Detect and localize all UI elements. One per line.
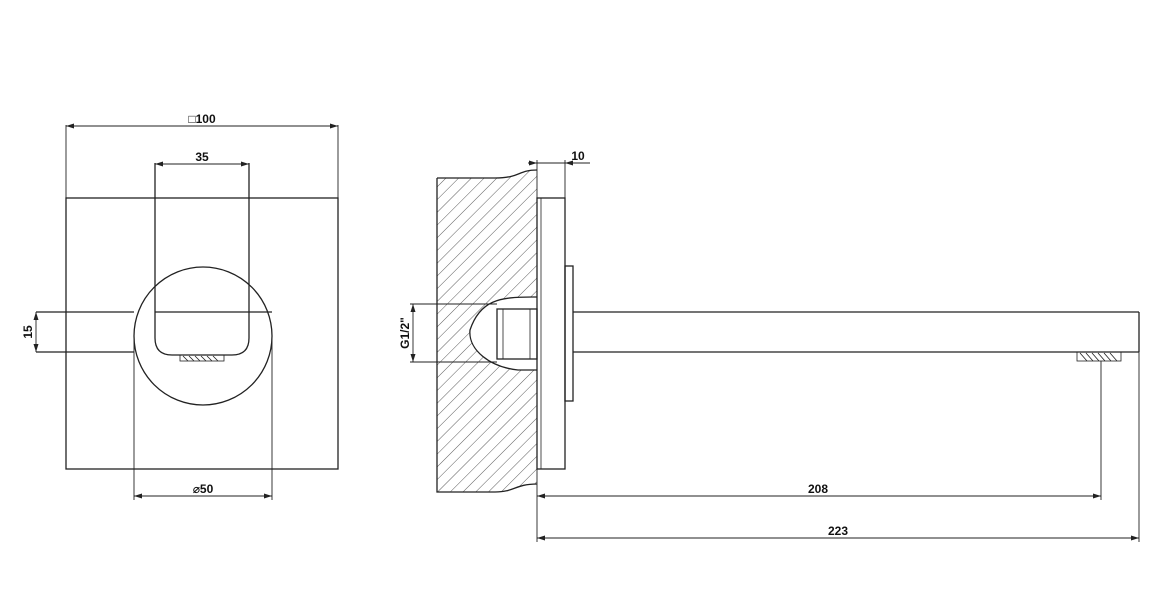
- label-spout-reach: 208: [808, 482, 828, 496]
- wall-outline: [436, 169, 538, 493]
- dim-handle-width: 35: [155, 150, 249, 167]
- cover-plate: [65, 197, 339, 470]
- label-rosette-diameter: ⌀50: [193, 482, 214, 496]
- spout-aerator: [1076, 351, 1122, 362]
- front-view: □100 35 15 ⌀50: [21, 112, 339, 500]
- dim-rosette-diameter: ⌀50: [133, 338, 273, 500]
- dim-total-length: 223: [537, 352, 1140, 542]
- rosette-circle: [133, 266, 273, 406]
- side-view: 10 G1/2" 208 223: [398, 149, 1140, 542]
- rosette-side: [564, 265, 574, 402]
- handle-body: [154, 163, 250, 356]
- aerator-mesh: [182, 355, 219, 362]
- dim-spout-reach: 208: [536, 361, 1102, 542]
- dim-front-width: □100: [65, 112, 339, 198]
- wall-hatch: [437, 170, 537, 492]
- aerator: [179, 354, 225, 362]
- dim-wall-depth: 10: [528, 149, 590, 198]
- dim-handle-height: 15: [21, 312, 39, 352]
- label-handle-height: 15: [21, 325, 35, 339]
- spout-aerator-mesh: [1079, 352, 1118, 362]
- label-front-width: □100: [188, 112, 216, 126]
- dim-thread: G1/2": [398, 303, 497, 363]
- label-handle-width: 35: [195, 150, 209, 164]
- label-wall-depth: 10: [571, 149, 585, 163]
- label-total-length: 223: [828, 524, 848, 538]
- label-thread: G1/2": [398, 317, 412, 349]
